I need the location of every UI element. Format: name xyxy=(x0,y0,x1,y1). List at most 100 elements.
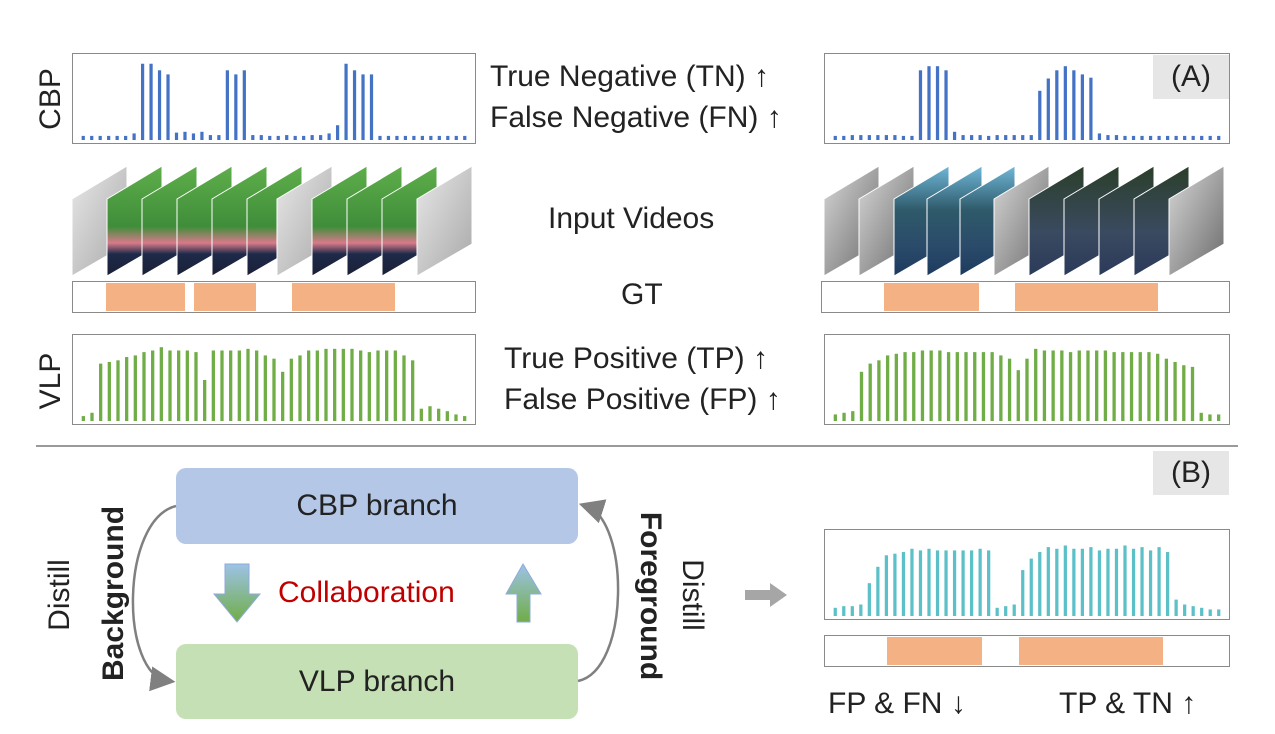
bar xyxy=(851,411,855,421)
bar xyxy=(868,363,872,421)
bar xyxy=(211,350,215,421)
bar xyxy=(142,352,146,421)
bar xyxy=(234,74,238,140)
vlp-metric-fp-text: False Positive (FP) xyxy=(504,383,758,416)
bar xyxy=(952,550,957,616)
bar xyxy=(1183,604,1187,616)
cbp-metric-fn: False Negative (FN) ↑ xyxy=(490,101,782,135)
fused-chart xyxy=(824,529,1230,620)
distill-foreground-arrow xyxy=(577,499,620,683)
bar xyxy=(411,360,415,421)
bar xyxy=(174,132,179,140)
bar xyxy=(877,360,881,421)
bar xyxy=(833,135,837,140)
bar xyxy=(1165,552,1170,616)
bar xyxy=(133,355,137,421)
bar xyxy=(1038,90,1042,140)
bar xyxy=(237,350,241,421)
bar xyxy=(344,63,348,140)
vlp-metric-tp: True Positive (TP) ↑ xyxy=(504,342,768,376)
bar xyxy=(1191,606,1195,616)
bar xyxy=(867,583,871,616)
bar xyxy=(935,66,940,140)
gt-segment xyxy=(194,283,256,311)
bar xyxy=(1174,135,1178,140)
bar xyxy=(333,348,337,421)
bar xyxy=(1063,66,1067,140)
bar xyxy=(1191,135,1195,140)
bar xyxy=(229,350,233,421)
bar xyxy=(1060,350,1064,421)
bar xyxy=(935,550,940,616)
bar xyxy=(225,70,229,140)
bar xyxy=(1004,135,1008,140)
bar xyxy=(281,371,285,421)
bar xyxy=(319,135,323,140)
bar xyxy=(1217,609,1221,616)
gt-segment xyxy=(292,283,395,311)
bar xyxy=(1121,352,1125,421)
bar xyxy=(929,350,933,421)
bar xyxy=(272,358,276,421)
bar xyxy=(1131,135,1136,140)
bar xyxy=(978,135,982,140)
bar xyxy=(867,135,871,140)
bar xyxy=(90,135,94,140)
bar xyxy=(1012,135,1016,140)
bar xyxy=(859,135,863,140)
bar xyxy=(955,352,959,421)
bar xyxy=(1208,135,1212,140)
bar xyxy=(385,350,389,421)
bar xyxy=(1148,550,1153,616)
bar xyxy=(1038,552,1042,616)
gt-bar-result xyxy=(824,635,1230,667)
bar xyxy=(938,350,942,421)
bar xyxy=(166,74,170,140)
bar xyxy=(90,412,94,421)
vlp-branch-box: VLP branch xyxy=(176,644,578,719)
bar xyxy=(894,353,898,421)
bar xyxy=(168,350,172,421)
arrow-up-icon: ↑ xyxy=(766,101,782,134)
bar xyxy=(876,566,880,616)
vlp-chart-right xyxy=(824,334,1230,425)
bar xyxy=(1208,609,1212,616)
bar xyxy=(335,125,340,140)
bar xyxy=(944,550,948,616)
bar xyxy=(987,135,991,140)
vlp-metric-fp: False Positive (FP) ↑ xyxy=(504,383,781,417)
bar xyxy=(140,63,145,140)
bar xyxy=(1063,545,1067,616)
frames-group-right xyxy=(824,165,1225,277)
bar xyxy=(981,352,986,421)
bar xyxy=(1072,548,1076,616)
input-videos-label: Input Videos xyxy=(548,202,715,235)
gt-segment xyxy=(1019,637,1163,665)
bar xyxy=(910,135,914,140)
bar xyxy=(995,607,999,616)
bar xyxy=(341,348,345,421)
bar xyxy=(918,70,923,140)
bar xyxy=(1034,348,1038,421)
bar xyxy=(428,406,432,421)
bar xyxy=(149,63,153,140)
bar xyxy=(884,135,889,140)
bar xyxy=(1055,548,1059,616)
bar xyxy=(990,352,994,421)
bar xyxy=(194,352,198,421)
bar xyxy=(386,135,391,140)
result-fp-fn-text: FP & FN xyxy=(828,687,943,720)
bar xyxy=(220,350,224,421)
bar xyxy=(961,135,965,140)
bar xyxy=(429,135,433,140)
arrow-down-icon: ↓ xyxy=(950,687,966,720)
bar xyxy=(352,70,357,140)
bar xyxy=(859,604,863,616)
bar xyxy=(1140,135,1144,140)
bar xyxy=(200,131,204,140)
bar xyxy=(1140,547,1144,616)
bar xyxy=(1114,135,1119,140)
bar xyxy=(1029,135,1033,140)
bar xyxy=(885,355,890,421)
bar xyxy=(446,135,450,140)
